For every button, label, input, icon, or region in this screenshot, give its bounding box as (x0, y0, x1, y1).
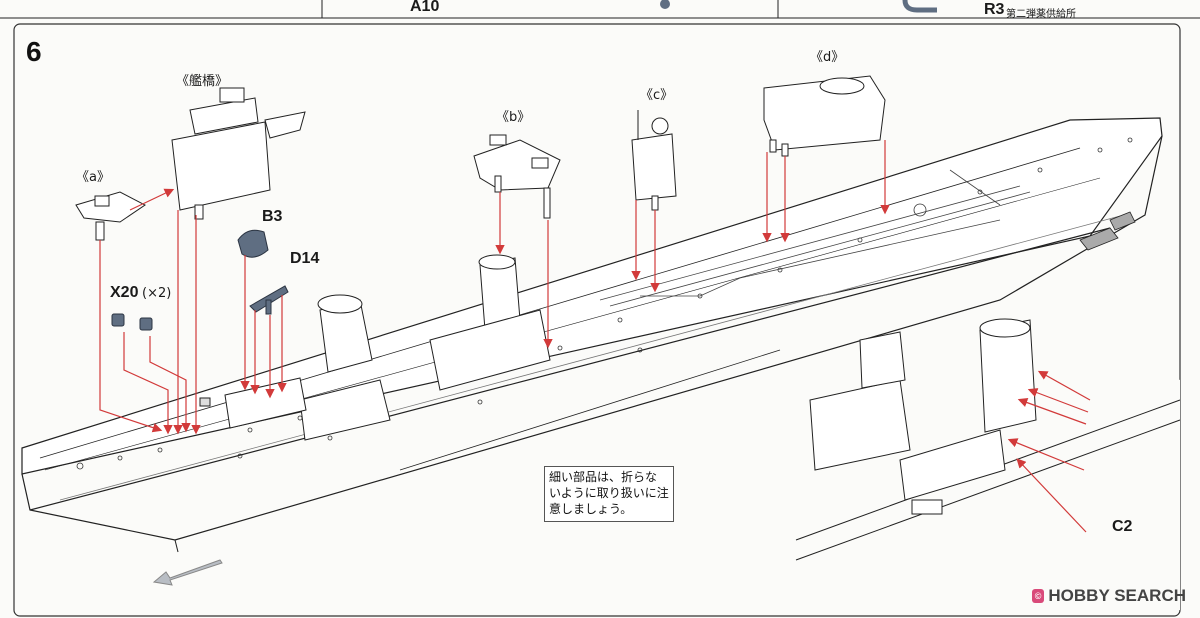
d14-part (249, 285, 289, 313)
label-r3: R3 (984, 1, 1005, 18)
label-r3-desc: 第二弾薬供給所 (1006, 9, 1076, 20)
handling-note: 細い部品は、折らないように取り扱いに注意しましょう。 (544, 466, 674, 522)
part-c-assembly (631, 110, 677, 211)
bow-direction-arrow (152, 559, 223, 586)
ship-hull (21, 117, 1163, 553)
watermark: © HOBBY SEARCH (1031, 586, 1186, 606)
funnel-1 (299, 294, 391, 441)
part-label-b3: B3 (262, 208, 283, 225)
b3-part (237, 229, 269, 258)
x20-part-2 (139, 317, 153, 331)
bridge-assembly (171, 87, 306, 220)
propeller-guards (1079, 211, 1136, 251)
part-label-x20: X20 (110, 284, 139, 301)
watermark-text: HOBBY SEARCH (1048, 586, 1186, 605)
assembly-arrows (99, 140, 890, 435)
part-label-x20-qty: (×2) (142, 286, 172, 301)
inset-detail (795, 318, 1181, 610)
part-label-d14: D14 (290, 250, 320, 267)
callout-bridge: 《艦橋》 (176, 74, 229, 89)
callout-a: 《a》 (76, 170, 110, 185)
step-number: 6 (26, 36, 42, 67)
part-label-c2: C2 (1112, 518, 1133, 535)
part-b-assembly (473, 134, 561, 219)
r3-part-shape (902, 0, 937, 13)
label-a10: A10 (410, 0, 440, 15)
watermark-badge: © (1031, 589, 1045, 603)
deck-holes (76, 137, 1133, 470)
part-a-assembly (75, 191, 146, 241)
callout-b: 《b》 (496, 110, 531, 125)
funnel-2 (429, 254, 551, 391)
x20-part-1 (111, 313, 125, 327)
step-frame (13, 23, 1181, 617)
inset-arrows (1007, 370, 1091, 533)
callout-c: 《c》 (640, 88, 674, 103)
part-d-assembly (763, 75, 886, 157)
callout-d: 《d》 (810, 50, 845, 65)
